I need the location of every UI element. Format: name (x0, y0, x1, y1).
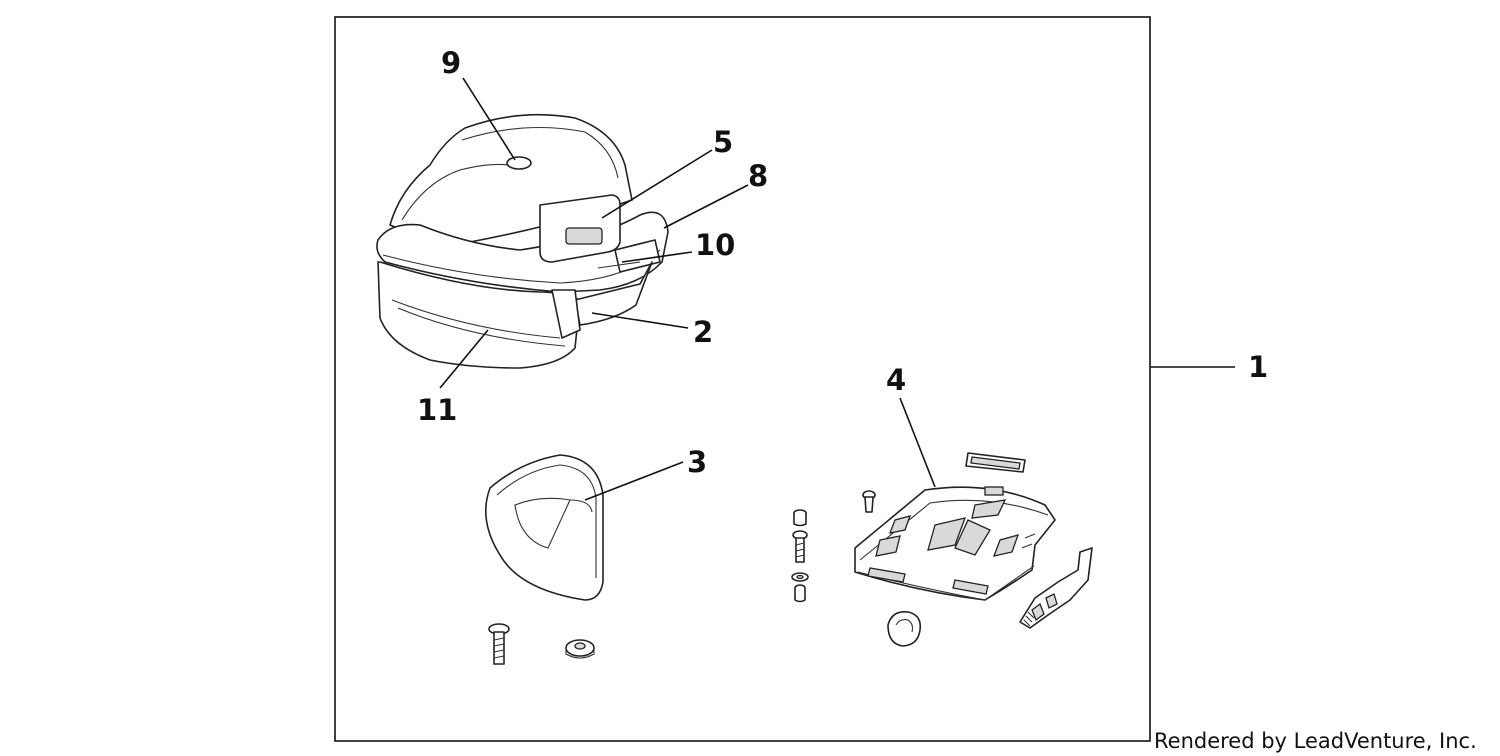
base-plate-illustration (854, 486, 1056, 601)
clip-illustration (887, 610, 922, 647)
hardware-stack-illustration (791, 509, 809, 603)
top-box-illustration (376, 113, 669, 369)
callout-5: 5 (713, 125, 733, 159)
credit-text: Rendered by LeadVenture, Inc. (1154, 729, 1477, 753)
knob-bolt-illustration (862, 490, 876, 513)
callout-1: 1 (1248, 350, 1268, 384)
screw-illustration (488, 623, 510, 665)
diagram-frame (334, 16, 1151, 742)
strap-illustration (1019, 547, 1093, 629)
decal-illustration (965, 452, 1026, 473)
callout-10: 10 (695, 228, 735, 262)
callout-2: 2 (693, 315, 713, 349)
callout-11: 11 (417, 393, 457, 427)
callout-8: 8 (748, 159, 768, 193)
leader-lines (439, 77, 1235, 501)
callout-3: 3 (687, 445, 707, 479)
washer-illustration (565, 639, 595, 659)
backrest-illustration (484, 454, 604, 601)
callout-9: 9 (441, 46, 461, 80)
callout-4: 4 (886, 363, 906, 397)
